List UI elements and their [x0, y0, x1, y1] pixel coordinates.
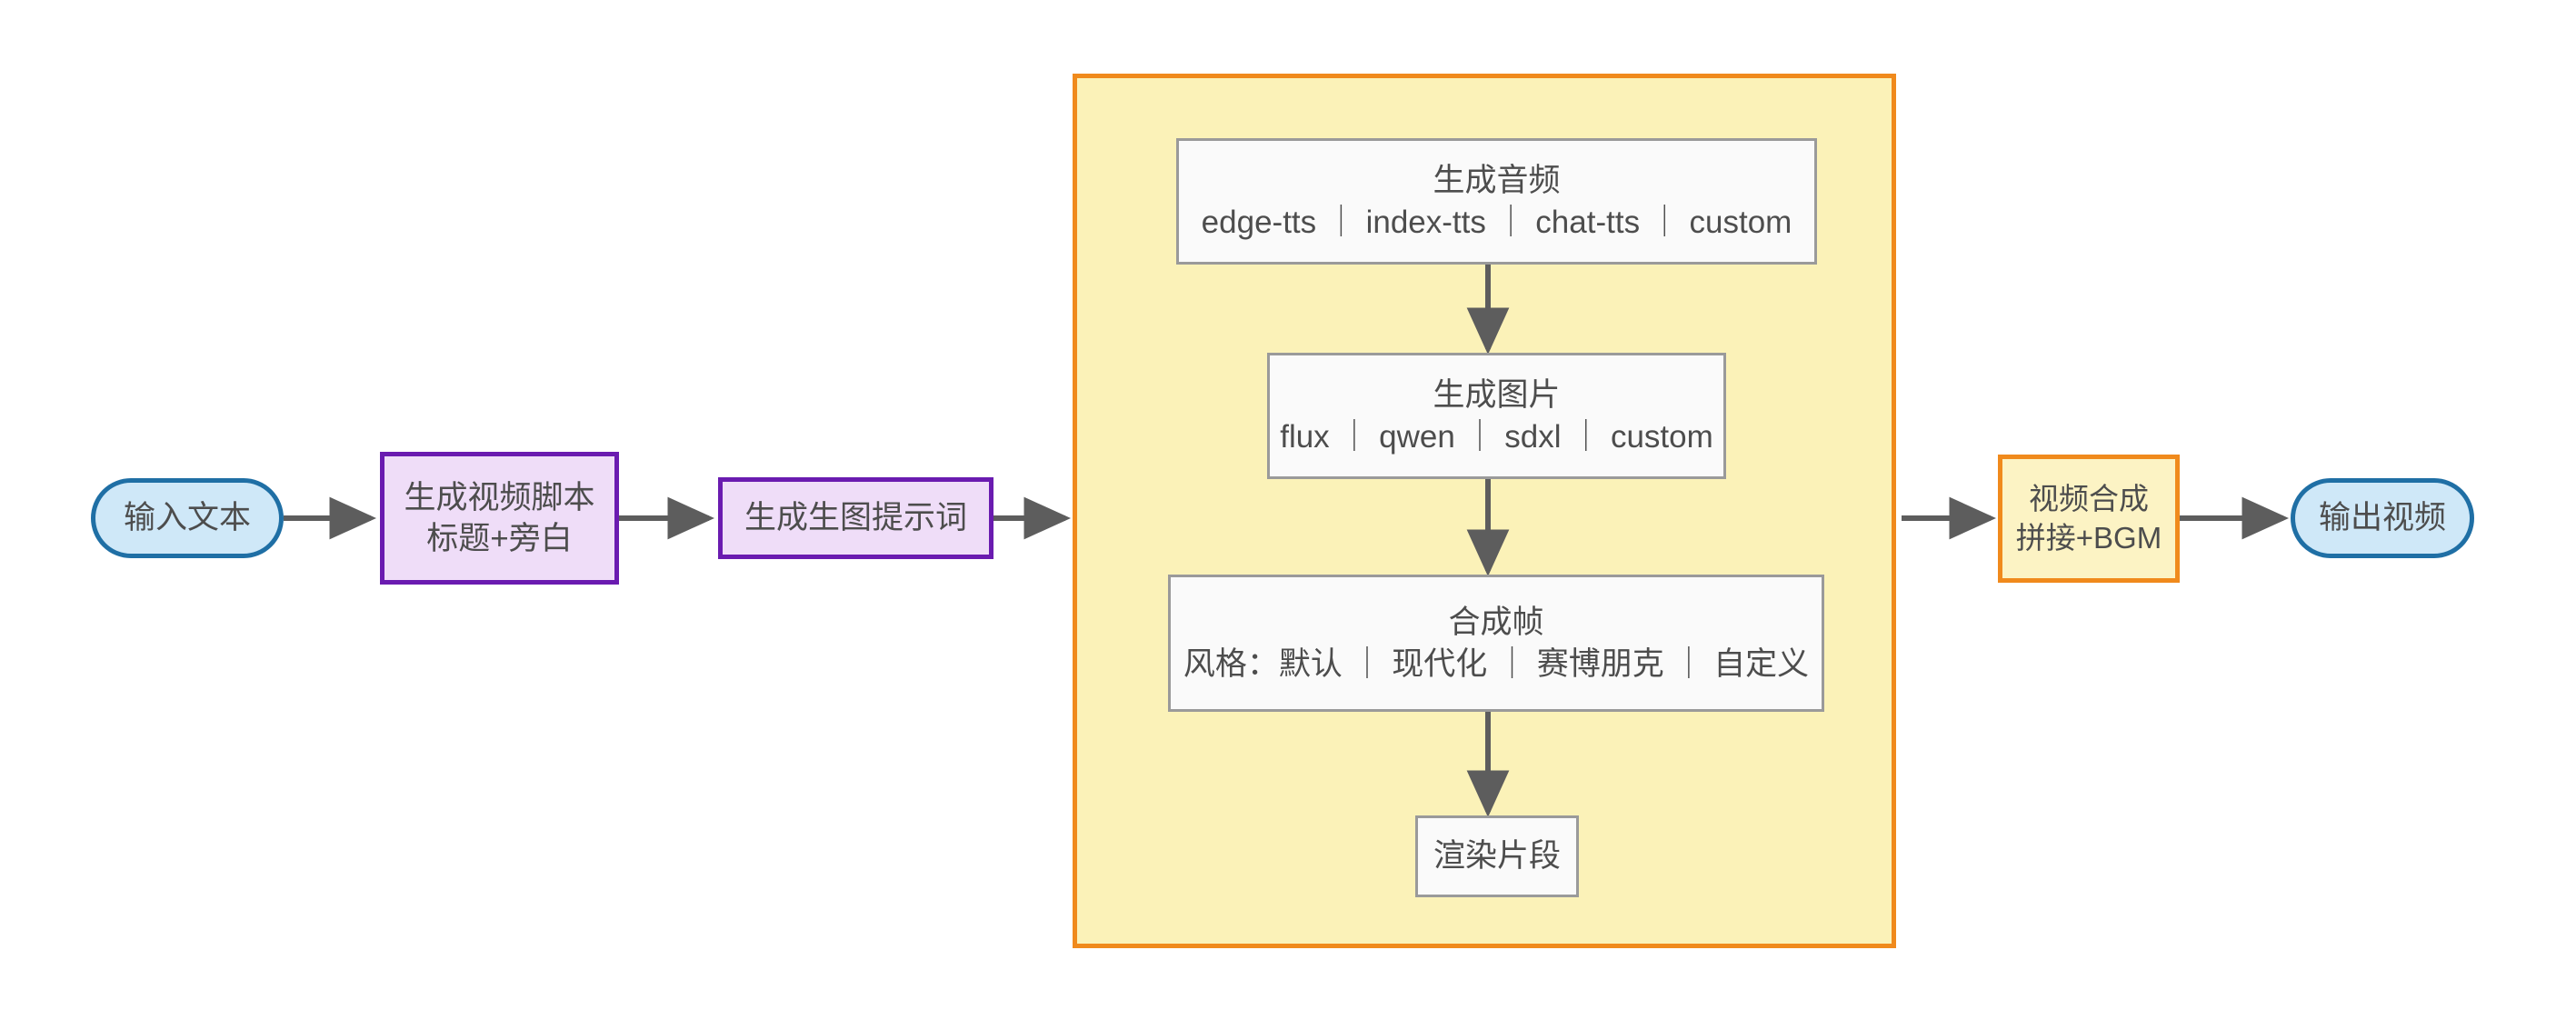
node-compose-frame[interactable]: 合成帧 风格：默认 ｜ 现代化 ｜ 赛博朋克 ｜ 自定义: [1168, 575, 1824, 712]
node-render-clip[interactable]: 渲染片段: [1415, 815, 1579, 897]
node-output-video[interactable]: 输出视频: [2291, 478, 2474, 558]
node-generate-image[interactable]: 生成图片 flux ｜ qwen ｜ sdxl ｜ custom: [1267, 353, 1726, 479]
node-generate-audio-line2: edge-tts ｜ index-tts ｜ chat-tts ｜ custom: [1201, 204, 1792, 240]
node-generate-script-line2: 标题+旁白: [426, 521, 573, 556]
node-generate-prompt-label: 生成生图提示词: [744, 500, 967, 536]
node-video-merge-line2: 拼接+BGM: [2015, 520, 2162, 555]
node-generate-audio[interactable]: 生成音频 edge-tts ｜ index-tts ｜ chat-tts ｜ c…: [1176, 138, 1817, 265]
node-generate-image-line1: 生成图片: [1433, 377, 1561, 413]
node-generate-image-line2: flux ｜ qwen ｜ sdxl ｜ custom: [1280, 418, 1713, 455]
node-generate-prompt[interactable]: 生成生图提示词: [718, 477, 993, 559]
node-output-video-label: 输出视频: [2318, 500, 2446, 536]
node-input-text[interactable]: 输入文本: [91, 478, 284, 558]
node-render-clip-label: 渲染片段: [1433, 838, 1561, 875]
node-generate-script[interactable]: 生成视频脚本 标题+旁白: [380, 452, 619, 585]
node-generate-script-line1: 生成视频脚本: [404, 479, 595, 515]
node-video-merge-line1: 视频合成: [2029, 481, 2149, 515]
node-compose-frame-line1: 合成帧: [1448, 605, 1544, 640]
node-video-merge[interactable]: 视频合成 拼接+BGM: [1998, 455, 2180, 583]
node-generate-audio-line1: 生成音频: [1433, 163, 1561, 198]
node-compose-frame-line2: 风格：默认 ｜ 现代化 ｜ 赛博朋克 ｜ 自定义: [1183, 645, 1810, 682]
node-input-text-label: 输入文本: [123, 500, 251, 536]
